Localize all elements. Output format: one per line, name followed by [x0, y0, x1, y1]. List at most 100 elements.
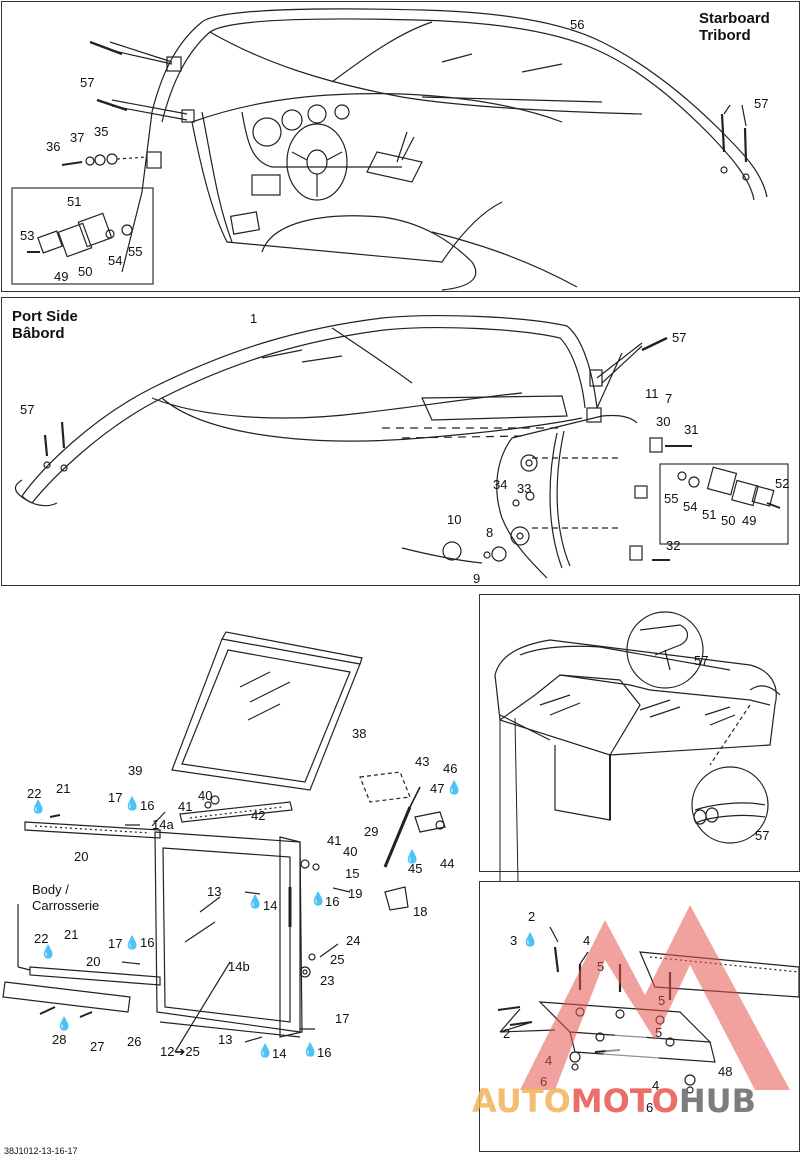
label-5: 5 — [655, 1025, 663, 1040]
watermark-logo-icon — [520, 905, 790, 1090]
label-45: 45 — [408, 861, 423, 876]
label-17: 17 — [108, 936, 123, 951]
label-31: 31 — [684, 422, 699, 437]
label-1: 1 — [250, 311, 258, 326]
label-7: 7 — [665, 391, 673, 406]
label-4: 4 — [652, 1078, 660, 1093]
label-43: 43 — [415, 754, 430, 769]
sealant-drop-icon: 💧 — [310, 891, 327, 906]
label-2: 2 — [503, 1026, 511, 1041]
sealant-drop-icon: 💧 — [404, 849, 421, 864]
boat-panel: 57 57 — [479, 594, 800, 872]
door-area: 38 39 22 💧 21 17 💧 16 40 41 14a 42 43 46… — [0, 592, 470, 1140]
label-39: 39 — [128, 763, 143, 778]
label-57: 57 — [80, 75, 95, 90]
label-40: 40 — [198, 788, 213, 803]
label-9: 9 — [473, 571, 481, 586]
sealant-drop-icon: 💧 — [247, 894, 264, 909]
label-57: 57 — [672, 330, 687, 345]
label-29: 29 — [364, 824, 379, 839]
label-56: 56 — [570, 17, 585, 32]
label-25: 25 — [330, 952, 345, 967]
label-34: 34 — [493, 477, 508, 492]
label-51: 51 — [67, 194, 82, 209]
document-reference: 38J1012-13-16-17 — [4, 1146, 78, 1156]
sealant-drop-icon: 💧 — [522, 932, 539, 947]
label-23: 23 — [320, 973, 335, 988]
label-20: 20 — [74, 849, 89, 864]
label-49: 49 — [54, 269, 69, 284]
starboard-drawing — [11, 8, 768, 291]
label-57: 57 — [754, 96, 769, 111]
label-13: 13 — [207, 884, 222, 899]
label-44: 44 — [440, 856, 455, 871]
sealant-drop-icon: 💧 — [257, 1043, 274, 1058]
label-50: 50 — [78, 264, 93, 279]
label-26: 26 — [127, 1034, 142, 1049]
label-49: 49 — [742, 513, 757, 528]
label-37: 37 — [70, 130, 85, 145]
label-40: 40 — [343, 844, 358, 859]
port-title: Port Side Bâbord — [12, 308, 78, 342]
label-52: 52 — [775, 476, 790, 491]
starboard-panel: Starboard Tribord 56 57 57 36 37 35 51 5… — [1, 1, 800, 292]
label-18: 18 — [413, 904, 428, 919]
label-54: 54 — [108, 253, 123, 268]
label-17: 17 — [335, 1011, 350, 1026]
watermark-part: MOTO — [570, 1082, 679, 1120]
label-30: 30 — [656, 414, 671, 429]
label-19: 19 — [348, 886, 363, 901]
label-38: 38 — [352, 726, 367, 741]
label-33: 33 — [517, 481, 532, 496]
label-20: 20 — [86, 954, 101, 969]
label-41: 41 — [327, 833, 342, 848]
label-57: 57 — [694, 653, 709, 668]
label-8: 8 — [486, 525, 494, 540]
label-17: 17 — [108, 790, 123, 805]
label-48: 48 — [718, 1064, 733, 1079]
label-6: 6 — [646, 1100, 654, 1115]
label-22: 22 — [34, 931, 49, 946]
label-2: 2 — [528, 909, 536, 924]
label-14b: 14b — [228, 959, 250, 974]
label-21: 21 — [56, 781, 71, 796]
sealant-drop-icon: 💧 — [124, 935, 141, 950]
label-27: 27 — [90, 1039, 105, 1054]
sealant-drop-icon: 💧 — [446, 780, 463, 795]
label-57: 57 — [755, 828, 770, 843]
label-16: 16 — [325, 894, 340, 909]
label-36: 36 — [46, 139, 61, 154]
boat-drawing — [494, 611, 781, 844]
label-14: 14 — [263, 898, 278, 913]
label-13: 13 — [218, 1032, 233, 1047]
label-50: 50 — [721, 513, 736, 528]
sealant-drop-icon: 💧 — [30, 799, 47, 814]
label-55: 55 — [664, 491, 679, 506]
label-41: 41 — [178, 799, 193, 814]
label-15: 15 — [345, 866, 360, 881]
label-16: 16 — [317, 1045, 332, 1060]
sealant-drop-icon: 💧 — [124, 796, 141, 811]
port-drawing — [14, 315, 789, 579]
label-4: 4 — [583, 933, 591, 948]
label-55: 55 — [128, 244, 143, 259]
label-35: 35 — [94, 124, 109, 139]
label-24: 24 — [346, 933, 361, 948]
door-drawing — [2, 631, 446, 1053]
label-22: 22 — [27, 786, 42, 801]
label-12-to-25: 12➔25 — [160, 1044, 200, 1059]
label-57: 57 — [20, 402, 35, 417]
label-14a: 14a — [152, 817, 174, 832]
body-label: Body / Carrosserie — [32, 882, 100, 913]
watermark-text: AUTOMOTOHUB — [472, 1082, 756, 1120]
label-51: 51 — [702, 507, 717, 522]
watermark-part: AUTO — [472, 1082, 571, 1120]
label-54: 54 — [683, 499, 698, 514]
sealant-drop-icon: 💧 — [302, 1042, 319, 1057]
watermark-part: HUB — [678, 1082, 757, 1120]
sealant-drop-icon: 💧 — [56, 1016, 73, 1031]
label-10: 10 — [447, 512, 462, 527]
label-16: 16 — [140, 798, 155, 813]
label-16: 16 — [140, 935, 155, 950]
sealant-drop-icon: 💧 — [40, 944, 57, 959]
